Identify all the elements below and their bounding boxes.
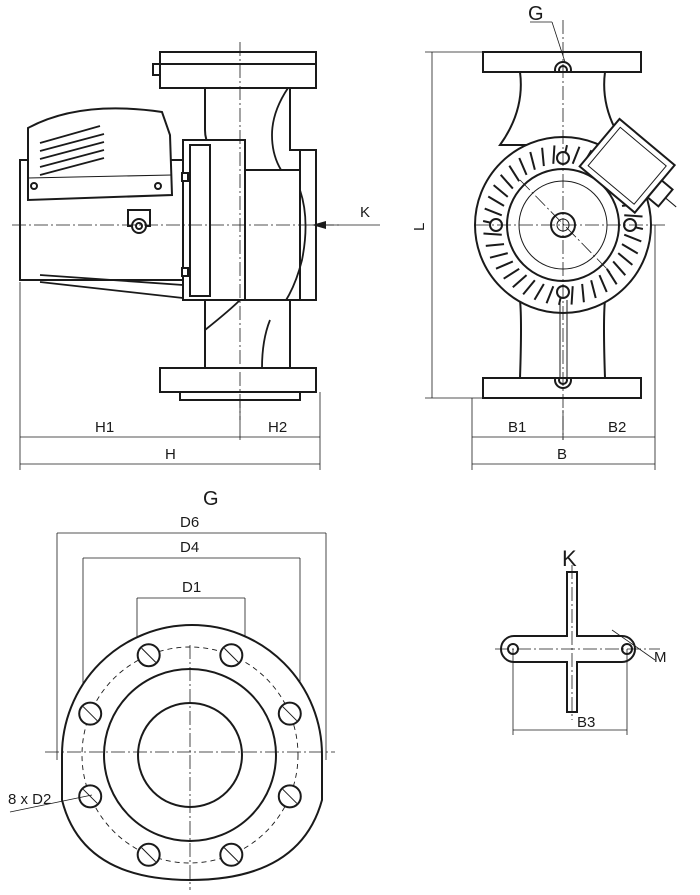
hatch: [223, 647, 239, 663]
label-d6: D6: [180, 514, 199, 531]
label-b2: B2: [608, 419, 626, 436]
fin: [624, 214, 643, 218]
hatch: [141, 647, 157, 663]
label-holes: 8 x D2: [8, 791, 51, 808]
fin: [492, 184, 509, 198]
fin: [570, 286, 574, 305]
label-l: L: [411, 223, 428, 231]
label-h2: H2: [268, 419, 287, 436]
hatch: [282, 788, 298, 804]
label-d1: D1: [182, 579, 201, 596]
hatch: [82, 788, 98, 804]
hatch: [282, 706, 298, 722]
bolt-holes: [78, 643, 302, 867]
fin: [495, 260, 514, 270]
label-h1: H1: [95, 419, 114, 436]
fin: [571, 146, 581, 165]
fin: [522, 279, 536, 296]
flange-view: [9, 532, 335, 890]
fin: [598, 274, 608, 293]
label-g-flange: G: [203, 488, 219, 510]
fin: [508, 165, 521, 182]
hatch: [141, 847, 157, 863]
fin: [483, 232, 502, 236]
fin: [529, 151, 536, 171]
label-h: H: [165, 446, 176, 463]
label-k-side: K: [360, 204, 370, 221]
fin: [487, 195, 505, 207]
front-view: [425, 20, 677, 470]
fin: [605, 268, 618, 285]
fin: [499, 174, 514, 190]
fin: [518, 157, 528, 176]
label-b1: B1: [508, 419, 526, 436]
fin: [552, 145, 556, 164]
fin: [533, 283, 545, 301]
fin: [621, 243, 639, 255]
fin: [545, 285, 555, 304]
fin: [484, 207, 503, 217]
hatch: [223, 847, 239, 863]
side-view: [12, 42, 380, 470]
fin: [612, 260, 627, 276]
k-cross-view: [495, 565, 660, 735]
label-m: M: [654, 649, 667, 666]
fin: [541, 147, 545, 167]
fin: [489, 252, 509, 259]
fin: [512, 274, 528, 289]
label-b: B: [557, 446, 567, 463]
label-k-cross: K: [562, 546, 577, 571]
fin: [581, 283, 585, 303]
fin: [617, 252, 634, 266]
hatch: [82, 706, 98, 722]
fin: [590, 279, 597, 299]
fin: [623, 233, 642, 243]
fin: [485, 243, 505, 247]
fin: [503, 267, 520, 280]
label-b3: B3: [577, 714, 595, 731]
label-d4: D4: [180, 539, 199, 556]
label-g-top: G: [528, 3, 544, 25]
